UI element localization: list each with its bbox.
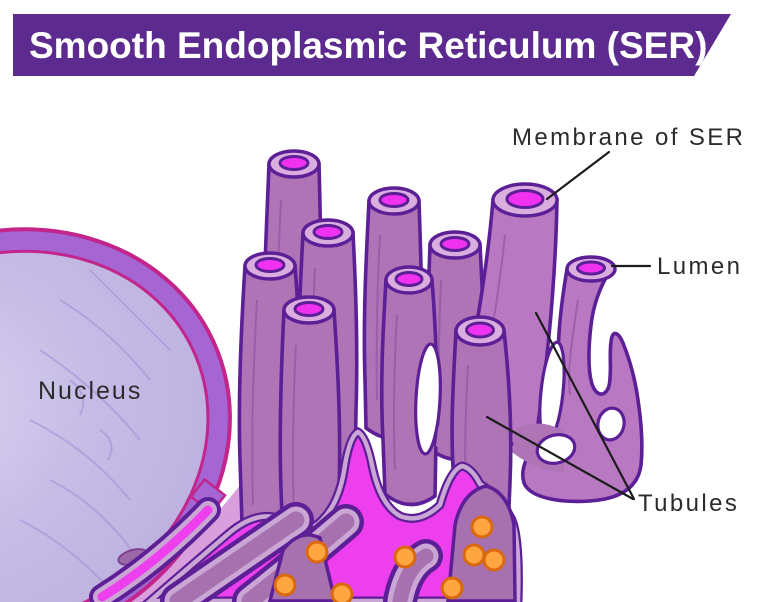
er-folds xyxy=(89,426,523,602)
membrane-fold xyxy=(160,502,314,602)
tubule-lumen-opening xyxy=(576,260,606,276)
label-lumen: Lumen xyxy=(657,253,742,280)
vesicle xyxy=(305,540,329,564)
vesicle xyxy=(440,576,464,600)
tubule-cluster xyxy=(237,149,644,558)
pointer-line-tubules-2 xyxy=(534,311,636,501)
pointer-line-tubules-1 xyxy=(485,415,635,501)
vesicles xyxy=(273,515,506,602)
tubule-lumen-opening xyxy=(439,236,471,252)
gap-slot xyxy=(414,342,442,456)
tubule-crease xyxy=(392,314,398,471)
label-tubules: Tubules xyxy=(638,490,739,517)
membrane-fold-nuclear xyxy=(89,497,221,602)
tubule-lumen-opening xyxy=(505,189,545,209)
annotations: Membrane of SER Lumen Tubules Nucleus xyxy=(38,124,745,517)
vesicle xyxy=(393,545,417,569)
tubule-lumen-opening xyxy=(312,224,344,240)
fenestration-hole xyxy=(596,406,626,442)
title-banner: Smooth Endoplasmic Reticulum (SER) xyxy=(13,14,731,76)
label-nucleus: Nucleus xyxy=(38,377,142,405)
tubule-lumen-opening xyxy=(465,321,495,339)
page-title: Smooth Endoplasmic Reticulum (SER) xyxy=(29,25,707,66)
vesicle xyxy=(330,582,354,602)
tubule-crease xyxy=(251,299,258,506)
vesicle xyxy=(470,515,494,539)
vesicle xyxy=(273,573,297,597)
tubule-crease xyxy=(568,299,579,396)
banner-ribbon xyxy=(13,14,731,76)
tubule-lumen-opening xyxy=(254,257,286,273)
vesicle xyxy=(462,543,486,567)
tubule-lumen-opening xyxy=(278,155,310,171)
nucleoplasm xyxy=(0,249,210,602)
chromatin-texture xyxy=(19,269,171,591)
tubule-lumen-opening xyxy=(293,301,325,317)
tubule-lumen-opening xyxy=(378,192,410,208)
pointer-line-membrane xyxy=(545,150,611,201)
membrane-fold xyxy=(383,539,443,602)
tubule-crease xyxy=(291,344,297,521)
label-membrane-of-ser: Membrane of SER xyxy=(512,124,745,151)
fenestration-hole xyxy=(535,433,577,465)
vesicle xyxy=(482,548,506,572)
matrix-wedge xyxy=(446,484,517,602)
tubule-lumen-opening xyxy=(394,271,424,287)
tubule-crease xyxy=(375,234,381,401)
